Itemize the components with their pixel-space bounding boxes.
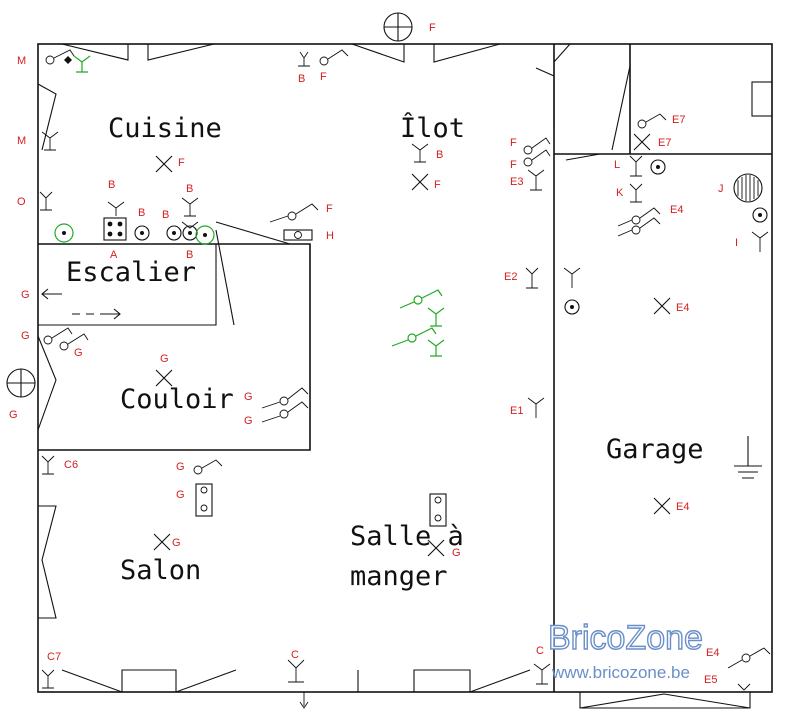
room-salle-a-manger-line2: manger bbox=[350, 561, 448, 592]
code-label: L bbox=[614, 159, 620, 171]
code-label: M bbox=[17, 55, 26, 67]
code-label: E4 bbox=[706, 647, 719, 659]
room-salon: Salon bbox=[120, 555, 201, 586]
code-label: F bbox=[510, 159, 517, 171]
code-label: E5 bbox=[704, 674, 717, 686]
code-label: C bbox=[536, 645, 544, 657]
watermark: BricoZone www.bricozone.be bbox=[547, 618, 703, 682]
code-label: O bbox=[17, 196, 26, 208]
code-label: F bbox=[510, 137, 517, 149]
socket-icons bbox=[39, 51, 769, 709]
code-label: B bbox=[436, 149, 443, 161]
room-salle-a-manger-line1: Salle à bbox=[350, 521, 464, 552]
code-label: G bbox=[452, 547, 461, 559]
code-label: G bbox=[172, 537, 181, 549]
appliance-icons bbox=[6, 12, 768, 527]
circuit-codes: F M B F M F B F F F E3 E7 E7 L K E4 J I … bbox=[9, 22, 738, 686]
code-label: C7 bbox=[47, 651, 61, 663]
code-label: C6 bbox=[64, 459, 78, 471]
room-ilot: Îlot bbox=[400, 112, 465, 144]
code-label: E7 bbox=[658, 137, 671, 149]
code-label: F bbox=[434, 179, 441, 191]
room-labels: Cuisine Îlot Escalier Couloir Garage Sal… bbox=[66, 112, 704, 592]
code-label: E1 bbox=[510, 405, 523, 417]
new-green-items bbox=[54, 55, 445, 357]
windows bbox=[37, 43, 751, 709]
code-label: G bbox=[21, 289, 30, 301]
code-label: G bbox=[160, 353, 169, 365]
code-label: B bbox=[108, 179, 115, 191]
code-label: C bbox=[291, 649, 299, 661]
code-label: G bbox=[9, 409, 18, 421]
code-label: H bbox=[326, 230, 334, 242]
code-label: I bbox=[735, 237, 738, 249]
code-label: J bbox=[718, 183, 724, 195]
switch-icons bbox=[43, 49, 771, 669]
code-label: B bbox=[138, 207, 145, 219]
code-label: F bbox=[326, 203, 333, 215]
code-label: G bbox=[244, 415, 253, 427]
light-point-icons bbox=[153, 133, 671, 557]
watermark-url: www.bricozone.be bbox=[551, 663, 690, 682]
code-label: G bbox=[21, 330, 30, 342]
code-label: G bbox=[176, 489, 185, 501]
code-label: G bbox=[244, 391, 253, 403]
code-label: E3 bbox=[510, 176, 523, 188]
code-label: E7 bbox=[672, 114, 685, 126]
room-couloir: Couloir bbox=[120, 384, 234, 415]
watermark-brand: BricoZone bbox=[548, 619, 703, 657]
code-label: E4 bbox=[670, 204, 683, 216]
code-label: G bbox=[74, 347, 83, 359]
room-escalier: Escalier bbox=[66, 257, 196, 288]
code-label: F bbox=[178, 157, 185, 169]
code-label: G bbox=[176, 461, 185, 473]
code-label: F bbox=[429, 22, 436, 34]
code-label: B bbox=[298, 73, 305, 85]
code-label: K bbox=[616, 187, 624, 199]
code-label: E4 bbox=[676, 302, 689, 314]
code-label: B bbox=[162, 209, 169, 221]
code-label: F bbox=[320, 71, 327, 83]
code-label: B bbox=[186, 183, 193, 195]
code-label: E2 bbox=[504, 271, 517, 283]
room-cuisine: Cuisine bbox=[108, 113, 222, 144]
code-label: B bbox=[186, 249, 193, 261]
code-label: E4 bbox=[676, 501, 689, 513]
room-garage: Garage bbox=[606, 434, 704, 465]
code-label: M bbox=[17, 135, 26, 147]
code-label: A bbox=[110, 249, 118, 261]
